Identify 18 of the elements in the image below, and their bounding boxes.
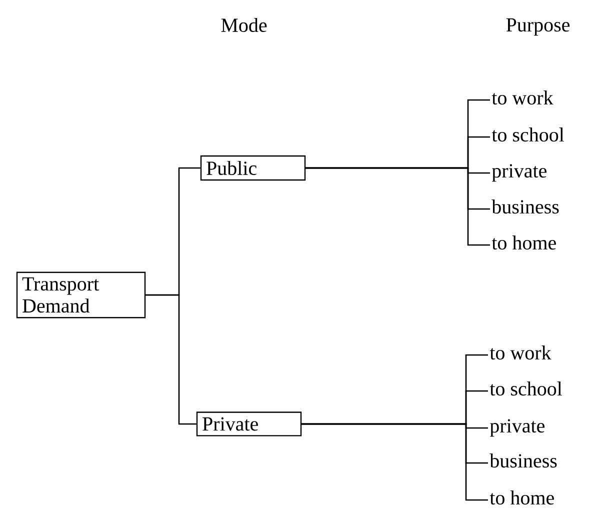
purpose-text: to work xyxy=(492,90,554,105)
purpose-text: private xyxy=(490,419,544,437)
purpose-text: to home xyxy=(492,236,556,250)
purpose-text: private xyxy=(492,164,546,182)
column-heading: Mode xyxy=(221,18,267,32)
purpose-text: business xyxy=(492,200,559,214)
purpose-text: to work xyxy=(490,346,552,360)
tree-connector xyxy=(146,294,196,425)
purpose-text: to school xyxy=(490,382,562,396)
tree-connector xyxy=(302,423,488,501)
root-box: Transport Demand xyxy=(16,272,146,318)
mode-box: Public xyxy=(200,155,306,181)
tree-connector xyxy=(306,167,490,246)
mode-box: Private xyxy=(196,412,302,436)
column-heading: Purpose xyxy=(506,18,570,36)
purpose-text: to school xyxy=(492,128,564,142)
purpose-text: business xyxy=(490,454,557,468)
purpose-text: to home xyxy=(490,490,554,505)
